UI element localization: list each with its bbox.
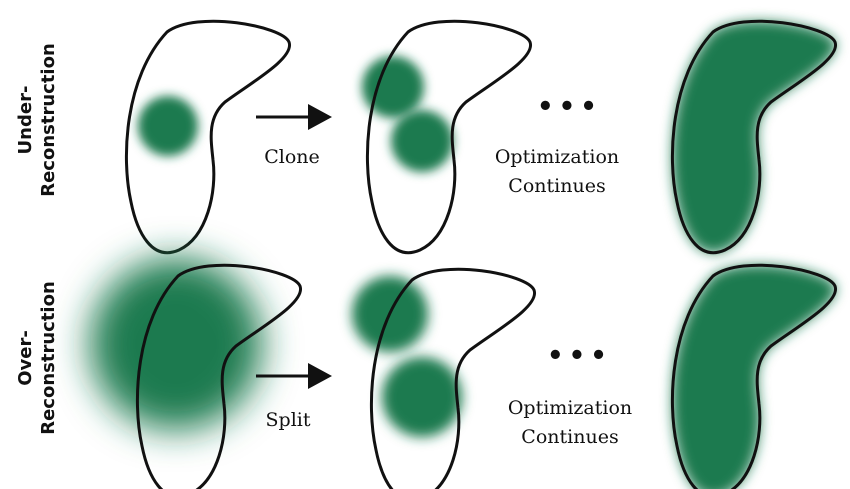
continuation-caption-over: Optimization Continues bbox=[485, 394, 655, 452]
clone-arrow bbox=[256, 104, 332, 130]
over-split-shape bbox=[352, 267, 537, 489]
under-cloned-shape bbox=[362, 19, 533, 255]
split-arrow bbox=[256, 363, 332, 389]
under-final-shape bbox=[670, 19, 838, 255]
continuation-caption-under: Optimization Continues bbox=[472, 143, 642, 201]
over-initial-shape bbox=[90, 258, 303, 489]
cloned-gaussian-top bbox=[362, 56, 424, 118]
over-reconstruction-row bbox=[90, 258, 838, 489]
ellipsis-over: ••• bbox=[547, 341, 612, 371]
small-gaussian bbox=[138, 96, 198, 156]
cloned-gaussian-bottom bbox=[391, 110, 453, 172]
row-label-line-1: Under- bbox=[15, 85, 36, 155]
clone-caption: Clone bbox=[264, 146, 320, 168]
under-initial-shape bbox=[124, 19, 292, 255]
row-label-over: Over- Reconstruction bbox=[14, 238, 60, 478]
over-final-shape bbox=[670, 263, 838, 489]
row-label-line-2: Reconstruction bbox=[38, 43, 59, 197]
continuation-line-1: Optimization bbox=[507, 397, 633, 419]
row-label-under: Under- Reconstruction bbox=[14, 0, 60, 240]
continuation-line-2: Continues bbox=[521, 426, 619, 448]
under-reconstruction-row bbox=[124, 19, 838, 255]
row-label-line-2: Reconstruction bbox=[38, 281, 59, 435]
continuation-line-2: Continues bbox=[508, 175, 606, 197]
split-caption: Split bbox=[265, 409, 311, 431]
continuation-line-1: Optimization bbox=[494, 146, 620, 168]
ellipsis-under: ••• bbox=[537, 92, 602, 122]
split-gaussian-bottom bbox=[382, 357, 462, 437]
large-gaussian bbox=[90, 258, 262, 430]
row-label-line-1: Over- bbox=[15, 330, 36, 386]
